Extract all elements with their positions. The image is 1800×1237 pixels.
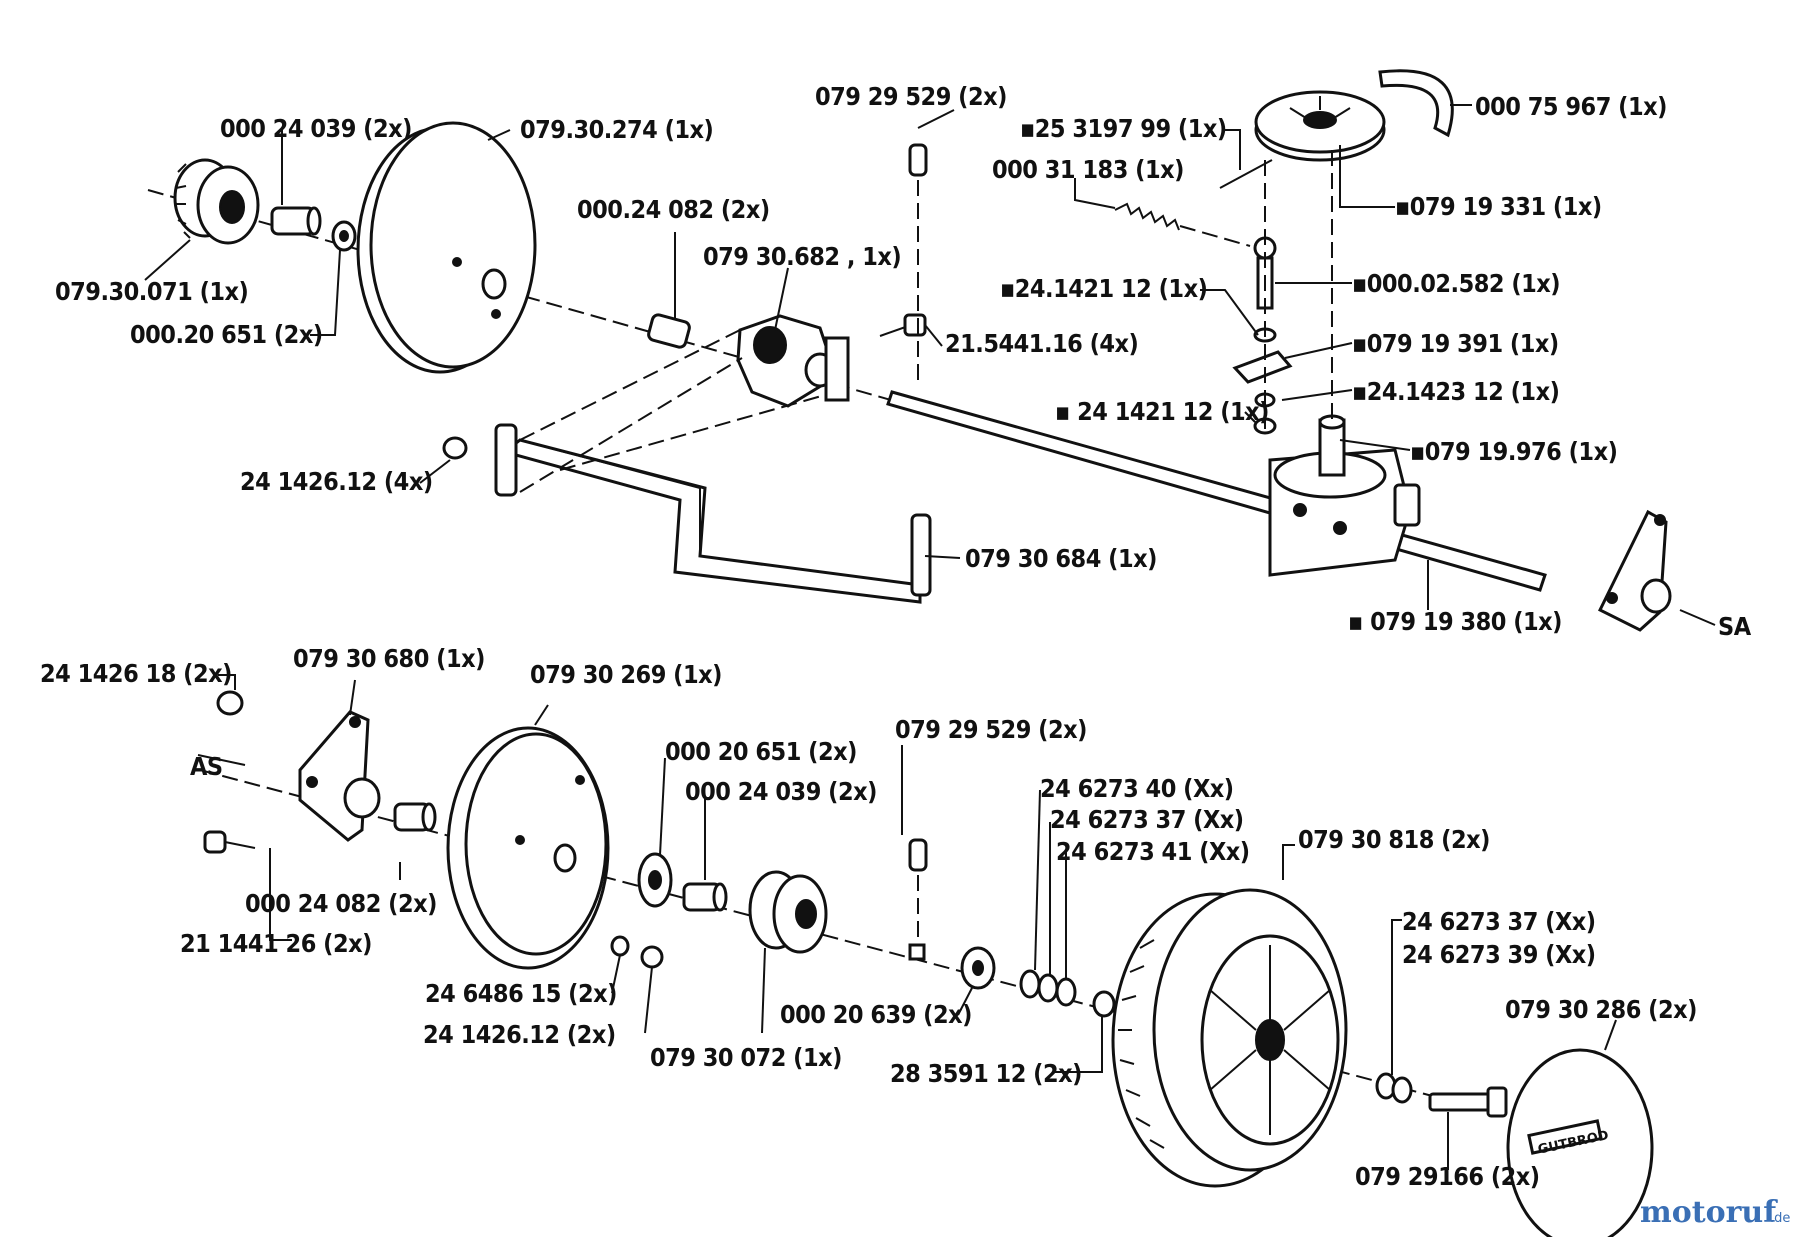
label-079-30-818: 079 30 818 (2x) xyxy=(1298,825,1490,854)
label-24-1423-12: ▪24.1423 12 (1x) xyxy=(1352,377,1559,406)
bearing-plate-lower xyxy=(298,710,381,842)
spring xyxy=(1114,202,1251,247)
watermark-suffix: .de xyxy=(1770,1211,1790,1226)
label-24-6486-15: 24 6486 15 (2x) xyxy=(425,979,617,1008)
washer-small xyxy=(610,935,630,957)
label-25-3197-99: ▪25 3197 99 (1x) xyxy=(1020,114,1227,143)
drive-ring xyxy=(446,726,610,970)
label-21-5441-16: 21.5441.16 (4x) xyxy=(945,329,1138,358)
label-079-30-269: 079 30 269 (1x) xyxy=(530,660,722,689)
label-079-30-684: 079 30 684 (1x) xyxy=(965,544,1157,573)
pinion-gear-lower xyxy=(748,870,828,954)
toothed-washer xyxy=(637,852,673,908)
label-079-29166: 079 29166 (2x) xyxy=(1355,1162,1540,1191)
label-SA: SA xyxy=(1718,612,1752,641)
nut-upper xyxy=(442,436,468,460)
label-079-30-286: 079 30 286 (2x) xyxy=(1505,995,1697,1024)
label-24-6273-39: 24 6273 39 (Xx) xyxy=(1402,940,1596,969)
right-bracket xyxy=(1597,509,1672,632)
label-24-1426-12-bot: 24 1426.12 (2x) xyxy=(423,1020,616,1049)
pin-upper xyxy=(908,143,928,380)
label-079-29-529-top: 079 29 529 (2x) xyxy=(815,82,1007,111)
bushing-lower xyxy=(393,802,437,832)
label-079-19-391: ▪079 19 391 (1x) xyxy=(1352,329,1559,358)
screw-lower xyxy=(203,830,256,854)
label-000-20-651-top: 000.20 651 (2x) xyxy=(130,320,323,349)
circlip xyxy=(1092,990,1116,1018)
belt-pulley xyxy=(1254,90,1386,162)
label-24-1426-12-top: 24 1426.12 (4x) xyxy=(240,467,433,496)
label-24-1421-12-a: ▪24.1421 12 (1x) xyxy=(1000,274,1207,303)
label-000-24-039-top: 000 24 039 (2x) xyxy=(220,114,412,143)
bushing-lower-mid xyxy=(682,882,728,912)
pin-lower xyxy=(908,838,928,961)
label-24-6273-37-b: 24 6273 37 (Xx) xyxy=(1402,907,1596,936)
washer-lower xyxy=(960,946,996,990)
label-079-30-682: 079 30.682 , 1x) xyxy=(703,242,901,271)
label-000-24-082-bot: 000 24 082 (2x) xyxy=(245,889,437,918)
label-21-1441-26: 21 1441 26 (2x) xyxy=(180,929,372,958)
label-079-30-072: 079 30 072 (1x) xyxy=(650,1043,842,1072)
u-frame xyxy=(494,423,932,604)
v-belt xyxy=(1378,69,1454,138)
label-000-24-082-top: 000.24 082 (2x) xyxy=(577,195,770,224)
washer-upper xyxy=(331,220,357,252)
shim-stack xyxy=(1019,969,1077,1007)
nut-small xyxy=(640,945,664,969)
label-079-19-331: ▪079 19 331 (1x) xyxy=(1395,192,1602,221)
label-24-1421-12-b: ▪ 24 1421 12 (1x) xyxy=(1055,397,1269,426)
bushing-mid xyxy=(647,313,691,349)
label-079-19-380: ▪ 079 19 380 (1x) xyxy=(1348,607,1562,636)
label-24-6273-40: 24 6273 40 (Xx) xyxy=(1040,774,1234,803)
label-000-75-967: 000 75 967 (1x) xyxy=(1475,92,1667,121)
gearbox xyxy=(1268,414,1421,577)
label-28-3591-12: 28 3591 12 (2x) xyxy=(890,1059,1082,1088)
watermark-text: motoruf xyxy=(1640,1195,1778,1230)
label-000-02-582: ▪000.02.582 (1x) xyxy=(1352,269,1560,298)
bearing-bracket xyxy=(736,314,850,408)
watermark: motoruf .de xyxy=(1640,1195,1790,1230)
label-24-6273-41: 24 6273 41 (Xx) xyxy=(1056,837,1250,866)
label-24-6273-37-a: 24 6273 37 (Xx) xyxy=(1050,805,1244,834)
label-000-31-183: 000 31 183 (1x) xyxy=(992,155,1184,184)
hub-cap: GUTBROD xyxy=(1506,1048,1654,1237)
label-079-30-274: 079.30.274 (1x) xyxy=(520,115,713,144)
leader-lines xyxy=(144,104,1716,1170)
label-000-20-639: 000 20 639 (2x) xyxy=(780,1000,972,1029)
wheel-cover-disc xyxy=(356,121,537,374)
label-000-24-039-bot: 000 24 039 (2x) xyxy=(685,777,877,806)
key-pin xyxy=(1219,159,1273,189)
label-079-30-680: 079 30 680 (1x) xyxy=(293,644,485,673)
label-24-1426-18: 24 1426 18 (2x) xyxy=(40,659,232,688)
pinion-gear-upper xyxy=(173,158,260,245)
label-079-29-529-bot: 079 29 529 (2x) xyxy=(895,715,1087,744)
shim-pair xyxy=(1375,1072,1413,1104)
nut-lower-left xyxy=(216,690,244,716)
gearbox-stack xyxy=(1232,150,1333,435)
wheel xyxy=(1111,888,1348,1188)
bushing-upper xyxy=(270,206,322,236)
label-079-30-071: 079.30.071 (1x) xyxy=(55,277,248,306)
label-AS: AS xyxy=(190,752,223,781)
axle-bolt xyxy=(1428,1086,1508,1118)
upper-guide-lines xyxy=(519,329,826,493)
label-079-19-976: ▪079 19.976 (1x) xyxy=(1410,437,1617,466)
label-000-20-651-bot: 000 20 651 (2x) xyxy=(665,737,857,766)
